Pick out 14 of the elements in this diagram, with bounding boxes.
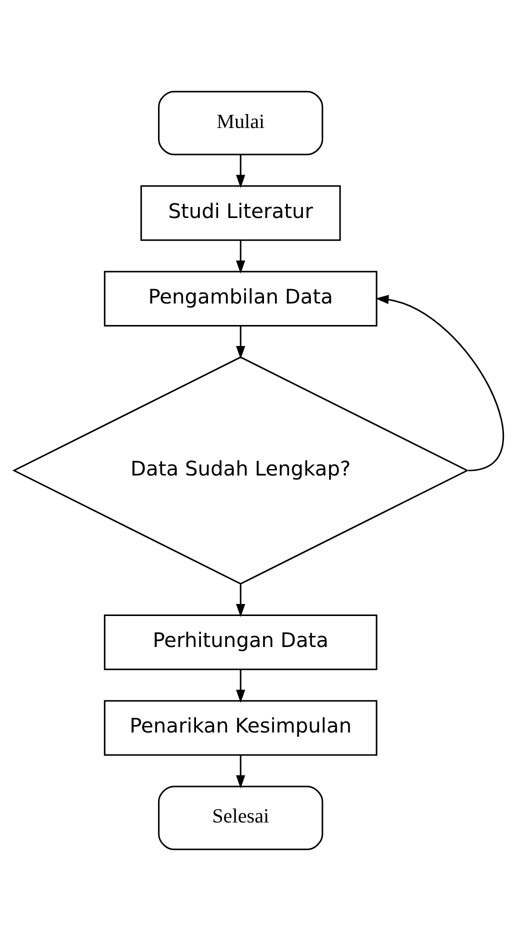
arrow <box>236 668 245 702</box>
node-box: Mulai <box>158 90 323 155</box>
arrow <box>375 294 504 471</box>
node-diamond: Data Sudah Lengkap? <box>12 356 468 584</box>
node-box: Pengambilan Data <box>103 270 377 326</box>
node-box: Studi Literatur <box>140 184 340 240</box>
node-box: Selesai <box>158 785 323 850</box>
arrow <box>236 754 245 788</box>
node-box: Perhitungan Data <box>103 614 377 670</box>
node-box: Penarikan Kesimpulan <box>103 700 377 756</box>
arrow <box>236 326 245 359</box>
arrow <box>236 584 245 617</box>
arrow <box>236 240 245 274</box>
arrow <box>236 154 245 188</box>
